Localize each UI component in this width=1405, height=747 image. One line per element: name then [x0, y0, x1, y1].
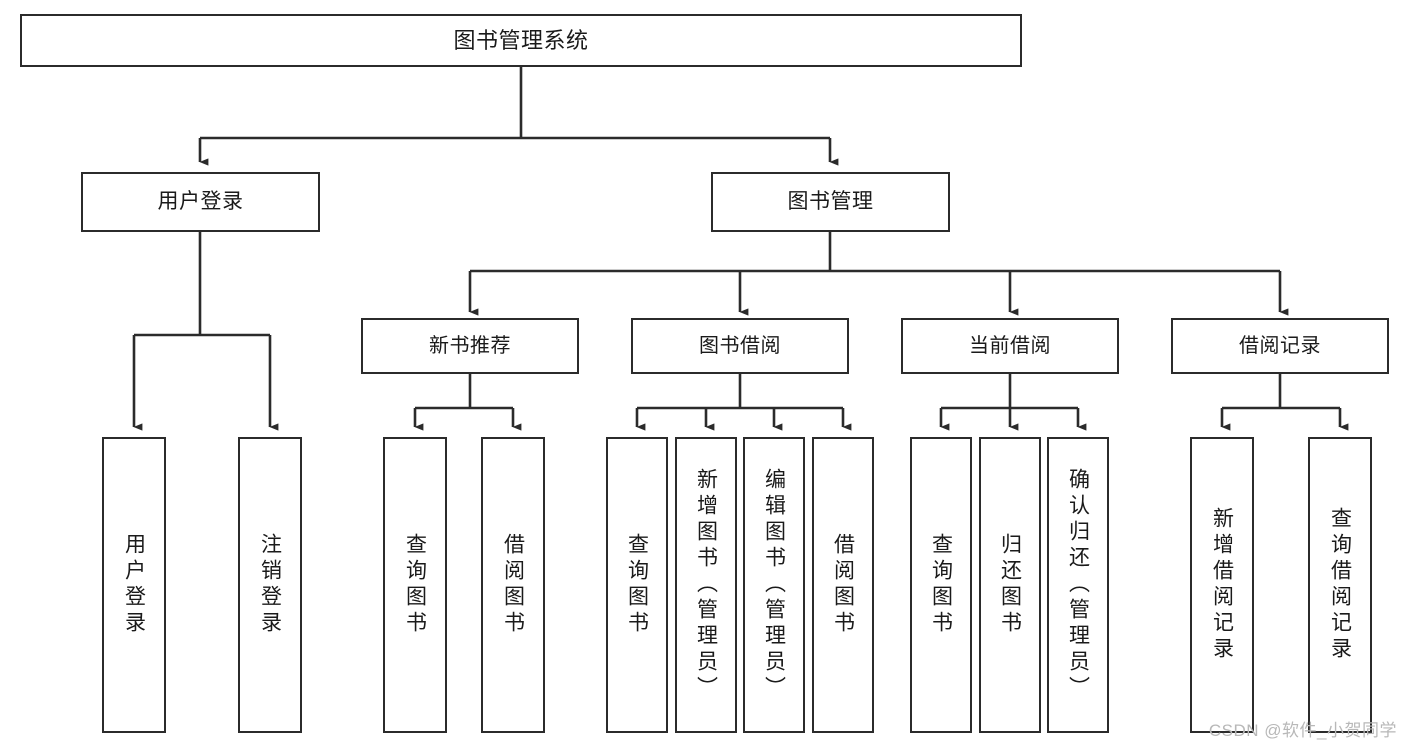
node-label: 查询图书	[625, 533, 649, 637]
node-root-book-management-system[interactable]: 图书管理系统	[20, 14, 1022, 67]
node-leaf-logout[interactable]: 注销登录	[238, 437, 302, 733]
node-borrow-record[interactable]: 借阅记录	[1171, 318, 1389, 374]
node-leaf-confirm-return-admin[interactable]: 确认归还（管理员）	[1047, 437, 1109, 733]
node-label: 用户登录	[122, 533, 146, 637]
node-label: 新增借阅记录	[1210, 507, 1234, 663]
node-label: 确认归还（管理员）	[1066, 468, 1090, 702]
node-book-management[interactable]: 图书管理	[711, 172, 950, 232]
node-label: 当前借阅	[969, 334, 1051, 357]
node-label: 查询图书	[403, 533, 427, 637]
node-leaf-edit-book-admin[interactable]: 编辑图书（管理员）	[743, 437, 805, 733]
node-leaf-add-book-admin[interactable]: 新增图书（管理员）	[675, 437, 737, 733]
node-leaf-borrow-book-newbook[interactable]: 借阅图书	[481, 437, 545, 733]
node-label: 图书借阅	[699, 334, 781, 357]
node-label: 归还图书	[998, 533, 1022, 637]
node-label: 查询借阅记录	[1328, 507, 1352, 663]
node-current-borrow[interactable]: 当前借阅	[901, 318, 1119, 374]
watermark-text: CSDN @软件_小贺同学	[1208, 721, 1397, 740]
node-label: 借阅图书	[831, 533, 855, 637]
node-leaf-add-borrow-record[interactable]: 新增借阅记录	[1190, 437, 1254, 733]
node-label: 编辑图书（管理员）	[762, 468, 786, 702]
node-leaf-query-book-borrow[interactable]: 查询图书	[606, 437, 668, 733]
node-label: 注销登录	[258, 533, 282, 637]
node-leaf-user-login[interactable]: 用户登录	[102, 437, 166, 733]
node-leaf-borrow-book[interactable]: 借阅图书	[812, 437, 874, 733]
node-label: 图书管理系统	[453, 27, 589, 53]
node-book-borrow[interactable]: 图书借阅	[631, 318, 849, 374]
node-label: 新书推荐	[429, 334, 511, 357]
node-leaf-query-book-newbook[interactable]: 查询图书	[383, 437, 447, 733]
node-label: 借阅记录	[1239, 334, 1321, 357]
node-new-book-recommend[interactable]: 新书推荐	[361, 318, 579, 374]
node-leaf-return-book[interactable]: 归还图书	[979, 437, 1041, 733]
node-label: 图书管理	[787, 189, 874, 213]
node-user-login[interactable]: 用户登录	[81, 172, 320, 232]
node-label: 查询图书	[929, 533, 953, 637]
node-label: 新增图书（管理员）	[694, 468, 718, 702]
node-leaf-query-borrow-record[interactable]: 查询借阅记录	[1308, 437, 1372, 733]
node-label: 借阅图书	[501, 533, 525, 637]
node-leaf-query-book-current[interactable]: 查询图书	[910, 437, 972, 733]
node-label: 用户登录	[157, 189, 244, 213]
